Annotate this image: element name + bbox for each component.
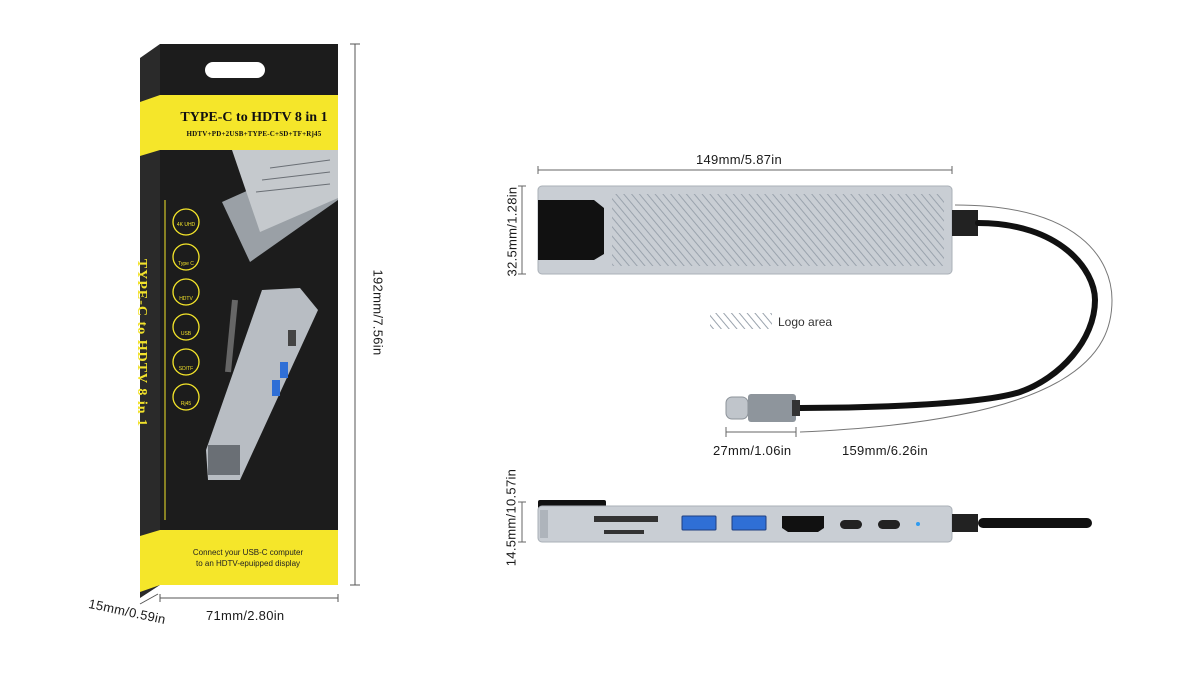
hub-side-view — [518, 500, 1092, 543]
connector-length-label: 27mm/1.06in — [713, 443, 792, 458]
feature-sdtf-label: SD/TF — [178, 366, 194, 372]
hub-width-label: 32.5mm/1.28in — [504, 186, 520, 277]
package-bottom-line2: to an HDTV-epuipped display — [195, 559, 301, 568]
box-height-label: 192mm/7.56in — [370, 269, 386, 356]
feature-typec-label: Type C — [178, 261, 194, 267]
hub-top-view — [518, 166, 1113, 437]
package-bottom-line1: Connect your USB-C computer — [192, 548, 304, 557]
hub-length-label: 149mm/5.87in — [696, 152, 782, 167]
box-width-label: 71mm/2.80in — [206, 608, 285, 623]
feature-rj45-label: Rj45 — [180, 401, 192, 407]
cable-length-label: 159mm/6.26in — [842, 443, 928, 458]
logo-area-label: Logo area — [778, 315, 833, 329]
package-box-illustration — [139, 43, 360, 605]
package-vertical-text: TYPE-C to HDTV 8 in 1 — [134, 258, 149, 428]
package-subtitle: HDTV+PD+2USB+TYPE-C+SD+TF+Rj45 — [186, 130, 322, 138]
package-title: TYPE-C to HDTV 8 in 1 — [180, 110, 328, 125]
hub-thickness-label: 14.5mm/10.57in — [503, 468, 519, 567]
feature-usb-label: USB — [180, 331, 192, 337]
feature-4k-label: 4K UHD — [176, 222, 196, 228]
package-bottom-text: Connect your USB-C computer to an HDTV-e… — [158, 547, 338, 569]
feature-hdtv-label: HDTV — [179, 296, 193, 302]
